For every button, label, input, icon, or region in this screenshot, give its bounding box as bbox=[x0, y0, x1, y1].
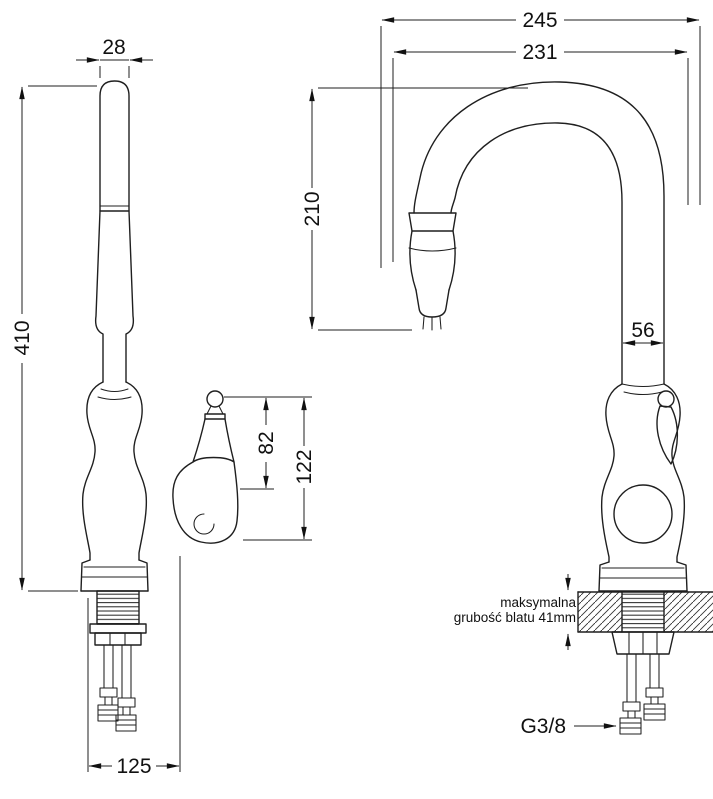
countertop-slab bbox=[577, 591, 713, 633]
hose-connector bbox=[643, 703, 666, 721]
mounting-nut bbox=[94, 632, 142, 646]
side-handle bbox=[172, 390, 239, 544]
dim-outlet-height: 122 bbox=[293, 449, 316, 484]
side-spout bbox=[94, 80, 135, 383]
front-supply-hoses bbox=[619, 653, 666, 735]
hose-fitting bbox=[99, 687, 118, 698]
body-right-edge bbox=[663, 383, 686, 563]
aerator-line bbox=[422, 316, 425, 330]
spray-body-left bbox=[409, 230, 417, 291]
body-left-edge bbox=[600, 383, 623, 563]
dim-spout-reach: 231 bbox=[522, 41, 557, 64]
slab-hatch-right bbox=[664, 592, 713, 632]
body-ring bbox=[613, 484, 673, 544]
spout-mid-left-edge bbox=[94, 210, 104, 383]
side-mounting bbox=[89, 590, 147, 646]
hose-fitting bbox=[117, 697, 136, 708]
handle-neck bbox=[206, 405, 224, 415]
arc-outer-edge bbox=[413, 81, 665, 385]
base-flange-right bbox=[676, 561, 688, 592]
threaded-shank bbox=[96, 590, 140, 625]
body-joint bbox=[621, 383, 665, 388]
countertop-note-line2: grubość blatu 41mm bbox=[454, 610, 576, 625]
mounting-nut bbox=[611, 631, 675, 655]
slab-hatch-left bbox=[578, 592, 622, 632]
handle-lever-right bbox=[224, 418, 235, 463]
handle-collar bbox=[204, 413, 226, 420]
body-left-edge bbox=[81, 381, 104, 561]
handle-ball bbox=[657, 390, 675, 408]
dimension-labels: 28 410 82 122 125 245 231 210 56 maksyma… bbox=[11, 9, 655, 778]
side-body bbox=[80, 381, 149, 592]
dim-base-depth: 125 bbox=[116, 755, 151, 778]
front-view bbox=[408, 81, 713, 735]
hose-connector bbox=[97, 704, 119, 722]
front-spout-arc bbox=[413, 81, 665, 385]
dim-body-width: 56 bbox=[631, 319, 654, 342]
front-body bbox=[598, 383, 688, 592]
dim-overall-reach: 245 bbox=[522, 9, 557, 32]
dim-spout-top-width: 28 bbox=[102, 36, 125, 59]
spray-body-right bbox=[448, 230, 456, 291]
front-handle bbox=[656, 390, 679, 465]
arc-inner-edge bbox=[450, 122, 623, 385]
threaded-shank bbox=[621, 591, 665, 633]
side-supply-hoses bbox=[97, 644, 137, 732]
handle-ball bbox=[206, 390, 224, 408]
front-mounting bbox=[611, 631, 675, 655]
spout-top-cap bbox=[99, 80, 130, 212]
dim-spout-height: 210 bbox=[301, 191, 324, 226]
neck-ring bbox=[623, 391, 663, 396]
dim-handle-height: 82 bbox=[255, 431, 278, 454]
base-flange-left bbox=[598, 561, 610, 592]
aerator-line bbox=[439, 316, 442, 330]
body-right-edge bbox=[125, 381, 148, 561]
spout-mid-right-edge bbox=[125, 210, 135, 383]
spray-collar bbox=[408, 212, 457, 232]
hose-connector bbox=[115, 714, 137, 732]
spray-head bbox=[408, 212, 457, 331]
hose-connector bbox=[619, 717, 642, 735]
handle-lever bbox=[656, 405, 679, 465]
neck-ring bbox=[100, 388, 129, 393]
hose-fitting bbox=[645, 687, 664, 698]
spray-seam bbox=[408, 247, 457, 252]
hose-fitting bbox=[622, 701, 641, 712]
handle-lever-left bbox=[192, 418, 206, 463]
thread-size-label: G3/8 bbox=[520, 715, 566, 738]
handle-mount-curl bbox=[193, 513, 215, 535]
mounting-flange bbox=[89, 623, 147, 634]
spray-nozzle bbox=[415, 289, 450, 318]
base-flange-left bbox=[80, 559, 91, 592]
neck-ring bbox=[97, 396, 132, 401]
dimension-lines bbox=[19, 17, 701, 772]
base-flange-right bbox=[138, 559, 149, 592]
handle-mount bbox=[172, 456, 239, 544]
countertop-note-line1: maksymalna bbox=[500, 595, 576, 610]
side-view bbox=[80, 80, 239, 732]
dim-overall-height: 410 bbox=[11, 320, 34, 355]
